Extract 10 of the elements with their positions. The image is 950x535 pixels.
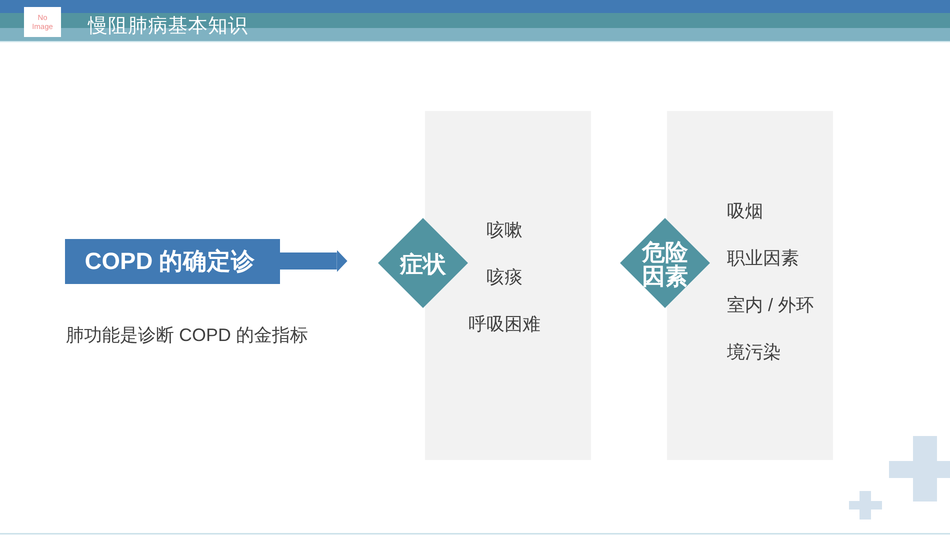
page-title: 慢阻肺病基本知识: [88, 14, 248, 38]
list-item: 室内 / 外环境污染: [727, 294, 814, 362]
note-text: 肺功能是诊断 COPD 的金指标: [66, 324, 308, 347]
list-item: 职业因素: [727, 248, 799, 268]
list-item: 呼吸困难: [468, 314, 540, 334]
list-item: 咳痰: [486, 266, 522, 286]
arrow: [280, 250, 348, 272]
list-item: 咳嗽: [486, 220, 522, 240]
list-item: 吸烟: [727, 200, 763, 220]
label-box: COPD 的确定诊: [65, 238, 280, 284]
